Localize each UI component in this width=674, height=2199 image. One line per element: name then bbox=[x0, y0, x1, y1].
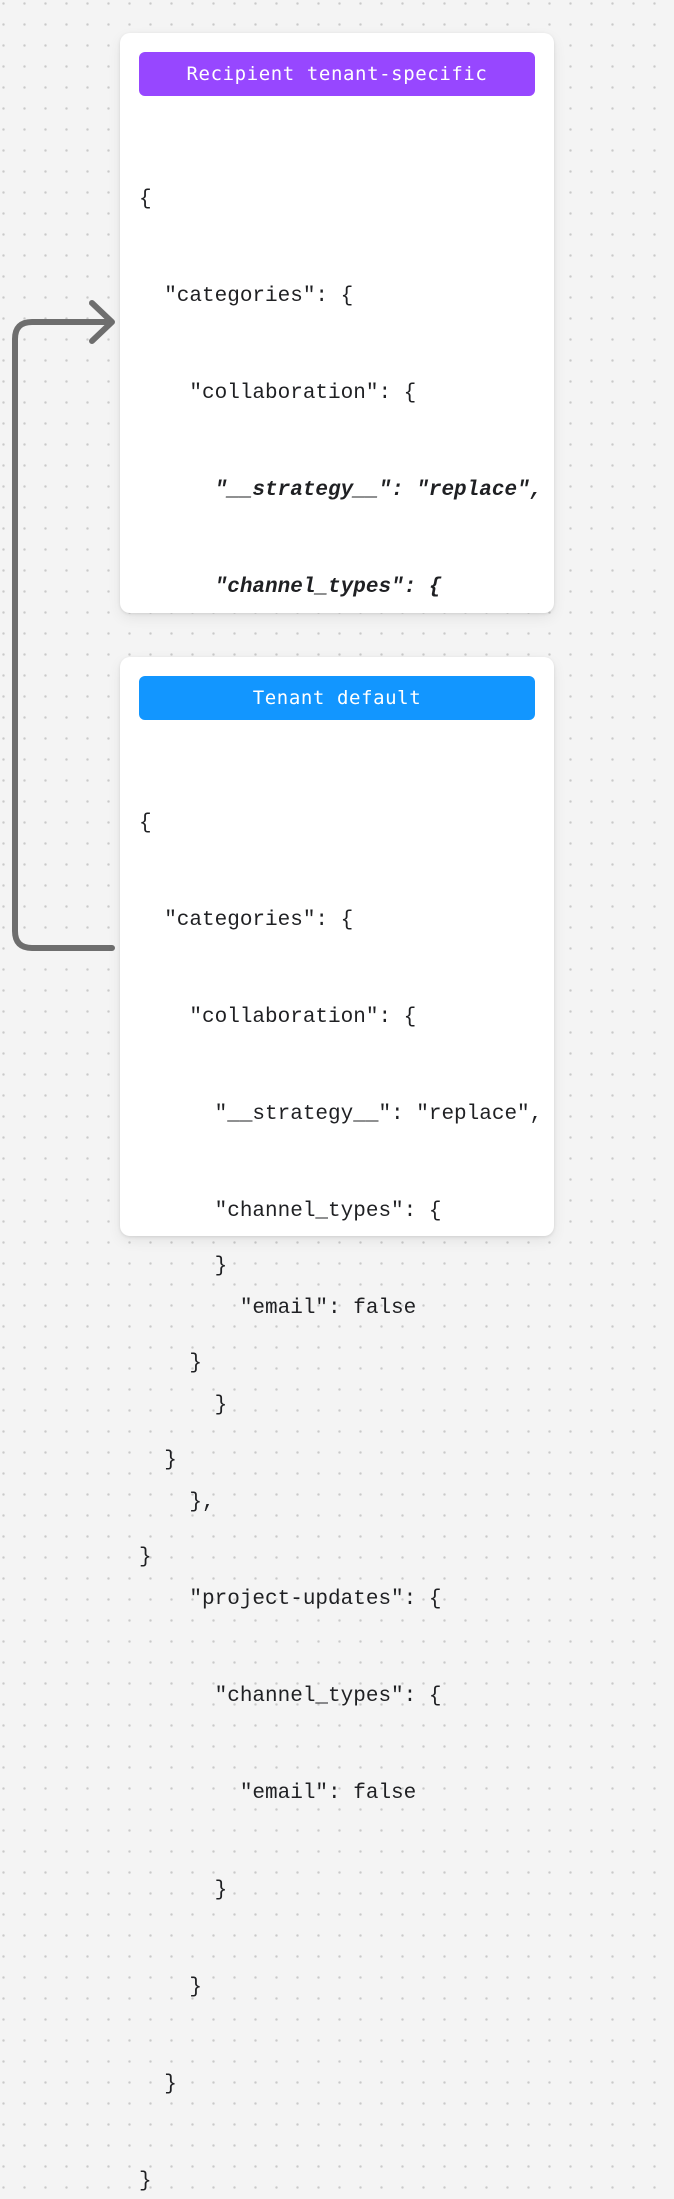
code-line: { bbox=[139, 812, 152, 835]
code-line: } bbox=[139, 1394, 228, 1417]
card-recipient-tenant-specific: Recipient tenant-specific { "categories"… bbox=[120, 33, 554, 1569]
code-line: "categories": { bbox=[139, 285, 354, 308]
code-line: "channel_types": { bbox=[139, 1200, 442, 1223]
code-line: } bbox=[139, 1879, 228, 1902]
code-line: "channel_types": { bbox=[139, 1685, 442, 1708]
code-line: "email": false bbox=[139, 1297, 417, 1320]
code-line: "__strategy__": "replace", bbox=[139, 479, 543, 502]
code-line: "collaboration": { bbox=[139, 382, 417, 405]
code-line: } bbox=[139, 2073, 177, 2096]
code-line: "categories": { bbox=[139, 909, 354, 932]
arrow-path bbox=[12, 319, 115, 951]
code-line: }, bbox=[139, 1491, 215, 1514]
code-line: "channel_types": { bbox=[139, 576, 442, 599]
code-line: } bbox=[139, 1976, 203, 1999]
code-line: { bbox=[139, 188, 152, 211]
badge-recipient-tenant-specific: Recipient tenant-specific bbox=[139, 52, 535, 96]
code-line: "__strategy__": "replace", bbox=[139, 1103, 543, 1126]
code-block-tenant-default: { "categories": { "collaboration": { "__… bbox=[139, 742, 543, 2199]
code-line: "project-updates": { bbox=[139, 1588, 442, 1611]
badge-tenant-default: Tenant default bbox=[139, 676, 535, 720]
card-tenant-default: Tenant default { "categories": { "collab… bbox=[120, 657, 554, 2193]
arrowhead-icon bbox=[89, 300, 115, 344]
code-line: "collaboration": { bbox=[139, 1006, 417, 1029]
code-line: } bbox=[139, 2170, 152, 2193]
code-line: "email": false bbox=[139, 1782, 417, 1805]
code-line: } bbox=[139, 1255, 228, 1278]
